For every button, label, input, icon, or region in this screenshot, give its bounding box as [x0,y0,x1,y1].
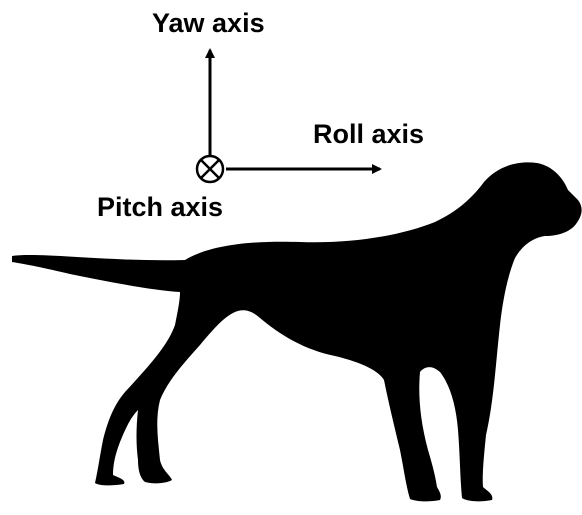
yaw-axis-label: Yaw axis [152,10,265,37]
roll-axis-label: Roll axis [313,121,424,148]
pitch-axis-label: Pitch axis [97,194,223,221]
pitch-axis-symbol [197,156,223,182]
